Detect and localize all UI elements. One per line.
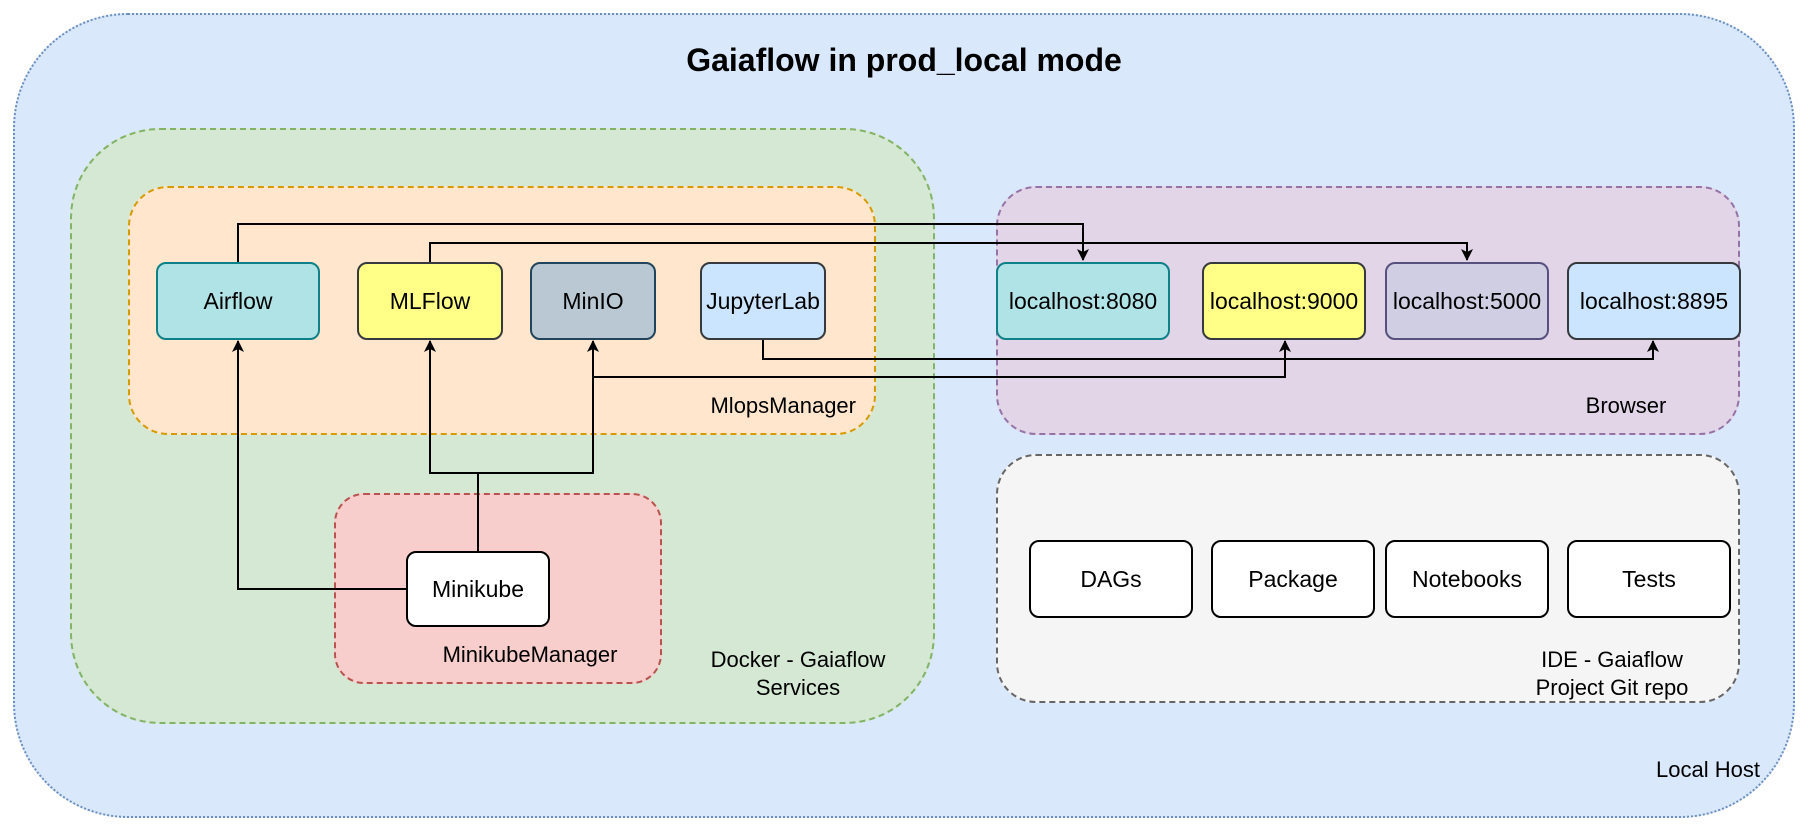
local-host-label: Local Host — [1656, 757, 1760, 782]
mlflow-node: MLFlow — [357, 262, 503, 340]
minikube-to-minio-edge — [478, 340, 599, 474]
browser-tab-8080: localhost:8080 — [996, 262, 1170, 340]
minikube-node: Minikube — [406, 551, 550, 627]
airflow-node: Airflow — [156, 262, 320, 340]
jupyterlab-to-8895-edge — [762, 340, 1659, 360]
mlops-manager-label: MlopsManager — [710, 393, 856, 418]
ide-item-package: Package — [1211, 540, 1375, 618]
mlflow-to-5000-edge — [429, 242, 1473, 262]
minikube-to-airflow-edge — [232, 340, 406, 590]
minikube-manager-label: MinikubeManager — [442, 642, 618, 667]
docker-label: Docker - Gaiaflow Services — [710, 647, 886, 700]
ide-item-tests: Tests — [1567, 540, 1731, 618]
minio-to-9000-edge — [593, 340, 1291, 378]
browser-label: Browser — [1585, 393, 1667, 418]
ide-item-dags: DAGs — [1029, 540, 1193, 618]
minio-node: MinIO — [530, 262, 656, 340]
diagram-title: Gaiaflow in prod_local mode — [686, 42, 1122, 78]
ide-item-notebooks: Notebooks — [1385, 540, 1549, 618]
jupyterlab-node: JupyterLab — [700, 262, 826, 340]
browser-tab-9000: localhost:9000 — [1202, 262, 1366, 340]
ide-label: IDE - Gaiaflow Project Git repo — [1535, 647, 1689, 700]
browser-tab-5000: localhost:5000 — [1385, 262, 1549, 340]
minikube-to-mlflow-edge — [424, 340, 479, 551]
browser-tab-8895: localhost:8895 — [1567, 262, 1741, 340]
